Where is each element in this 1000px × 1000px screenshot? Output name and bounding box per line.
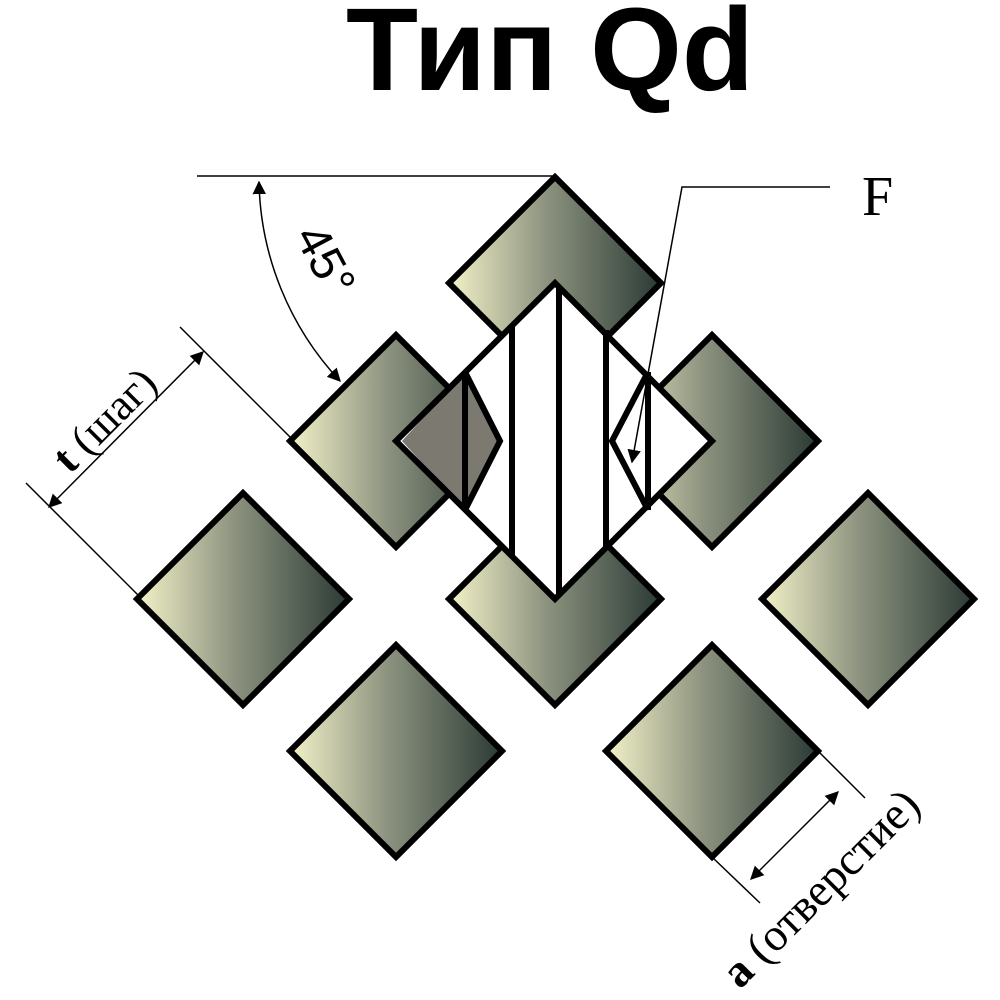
hole-right <box>757 488 979 710</box>
open-area-inner-left <box>462 370 504 512</box>
hole-bottom-left <box>285 640 507 862</box>
diagram-title: Тип Qd <box>346 0 754 116</box>
pitch-text: (шаг) <box>53 358 167 472</box>
hole-left <box>132 488 354 710</box>
opening-extension-lower <box>711 856 761 904</box>
opening-dimension-line <box>750 791 839 880</box>
angle-label: 45° <box>284 216 365 305</box>
feature-leader-line <box>627 186 830 464</box>
pitch-extension-lower <box>25 482 140 597</box>
open-area-inner-right <box>608 370 651 512</box>
pitch-label: t (шаг) <box>42 358 166 482</box>
feature-label: F <box>862 166 893 228</box>
hole-bottom-right <box>601 640 823 862</box>
feature-leader: F <box>627 166 893 464</box>
open-area-region <box>391 278 717 604</box>
angle-arc <box>252 180 341 382</box>
pitch-dimension-line <box>48 351 204 508</box>
opening-extension-upper <box>817 750 866 799</box>
open-area-shade-left <box>402 372 500 510</box>
pitch-extension-upper <box>179 326 294 441</box>
open-area-outline <box>391 278 717 604</box>
